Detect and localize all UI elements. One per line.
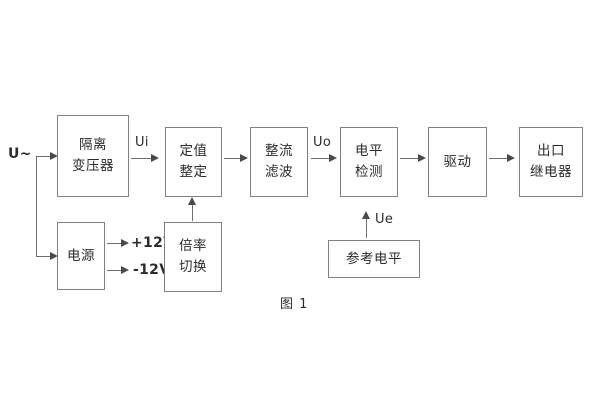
block-multiplier-switch[interactable]: 倍率 切换 bbox=[164, 222, 222, 292]
block-output-relay-line1: 出口 bbox=[537, 143, 565, 160]
drive-to-relay-line bbox=[489, 158, 509, 159]
rail-negative-arrowhead bbox=[121, 265, 129, 274]
ui-signal-label: Ui bbox=[135, 135, 149, 150]
input-to-power-arrowhead bbox=[50, 251, 58, 260]
block-isolation-transformer-line1: 隔离 bbox=[79, 137, 107, 154]
block-setting-value[interactable]: 定值 整定 bbox=[165, 127, 222, 197]
rail-negative-label: -12V bbox=[133, 262, 171, 278]
block-isolation-transformer[interactable]: 隔离 变压器 bbox=[57, 115, 129, 197]
block-output-relay[interactable]: 出口 继电器 bbox=[519, 127, 583, 197]
rail-positive-line bbox=[107, 243, 123, 244]
block-output-relay-line2: 继电器 bbox=[530, 164, 572, 180]
setting-to-rectify-arrowhead bbox=[240, 153, 248, 162]
level-to-drive-arrowhead bbox=[418, 153, 426, 162]
block-multiplier-switch-line1: 倍率 bbox=[179, 238, 207, 255]
rectify-to-level-arrowhead bbox=[329, 153, 337, 162]
rail-negative-line bbox=[107, 270, 123, 271]
drive-to-relay-arrowhead bbox=[507, 153, 515, 162]
block-reference-level[interactable]: 参考电平 bbox=[328, 240, 420, 278]
multiplier-to-setting-line bbox=[192, 203, 193, 221]
block-level-detect-line1: 电平 bbox=[355, 143, 383, 160]
block-level-detect-line2: 检测 bbox=[355, 164, 383, 180]
rail-positive-label: +12V bbox=[131, 235, 175, 251]
block-power-supply-line1: 电源 bbox=[67, 247, 95, 264]
block-power-supply[interactable]: 电源 bbox=[57, 222, 105, 290]
block-setting-value-line1: 定值 bbox=[179, 143, 208, 160]
input-bus-vertical-line bbox=[36, 156, 37, 256]
block-reference-level-line1: 参考电平 bbox=[346, 250, 402, 267]
block-level-detect[interactable]: 电平 检测 bbox=[340, 127, 398, 197]
transformer-to-setting-arrowhead bbox=[151, 153, 159, 162]
ue-signal-label: Ue bbox=[375, 212, 394, 227]
rectify-to-level-line bbox=[311, 158, 331, 159]
block-isolation-transformer-line2: 变压器 bbox=[72, 158, 114, 174]
rail-positive-arrowhead bbox=[121, 238, 129, 247]
figure-caption: 图 1 bbox=[280, 297, 309, 312]
block-drive-line1: 驱动 bbox=[443, 153, 472, 170]
input-source-label: U~ bbox=[8, 146, 32, 162]
block-rectify-filter[interactable]: 整流 滤波 bbox=[250, 127, 308, 197]
transformer-to-setting-line bbox=[131, 158, 153, 159]
reference-to-level-arrowhead bbox=[361, 211, 370, 219]
setting-to-rectify-line bbox=[224, 158, 242, 159]
block-rectify-filter-line2: 滤波 bbox=[265, 164, 293, 180]
input-to-transformer-line bbox=[36, 156, 52, 157]
block-rectify-filter-line1: 整流 bbox=[265, 143, 293, 160]
input-to-transformer-arrowhead bbox=[50, 151, 58, 160]
input-to-power-line bbox=[36, 256, 52, 257]
block-multiplier-switch-line2: 切换 bbox=[179, 259, 207, 275]
level-to-drive-line bbox=[400, 158, 420, 159]
block-drive[interactable]: 驱动 bbox=[428, 127, 487, 197]
reference-to-level-line bbox=[366, 218, 367, 238]
uo-signal-label: Uo bbox=[313, 135, 332, 150]
multiplier-to-setting-arrowhead bbox=[187, 197, 196, 205]
block-setting-value-line2: 整定 bbox=[179, 164, 208, 180]
